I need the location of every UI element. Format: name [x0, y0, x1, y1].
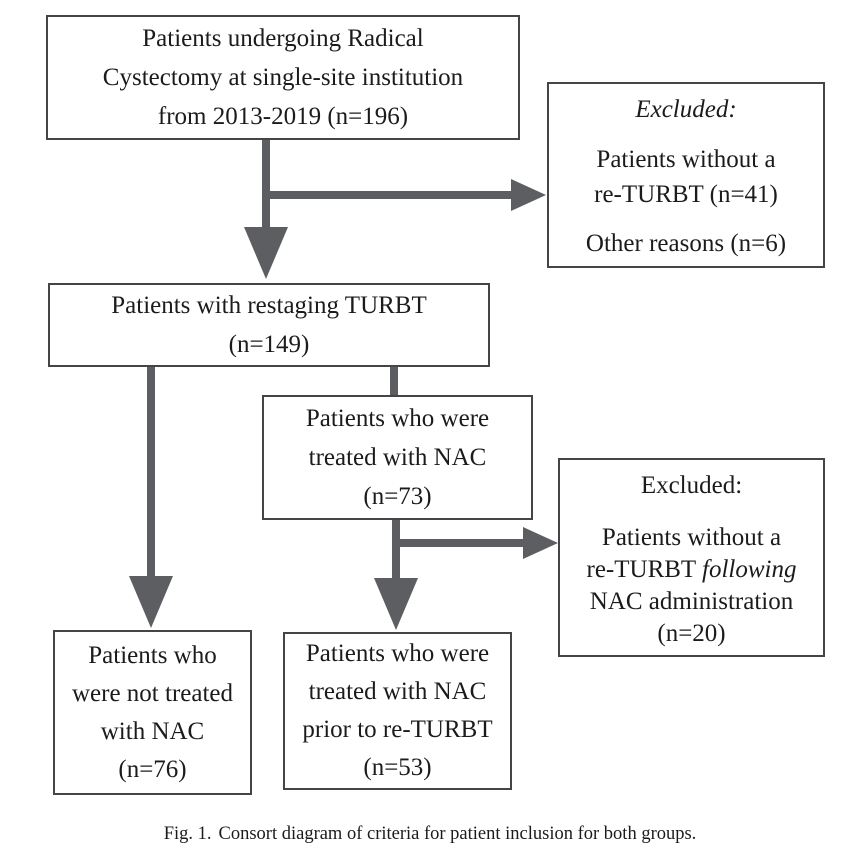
box-radical-cystectomy-line1: Patients undergoing Radical — [142, 25, 424, 52]
arrow-restaging-to-no-nac-shaft — [147, 367, 155, 577]
box-excluded-2-body: Patients without a re-TURBT following NA… — [587, 522, 797, 650]
box-no-nac-line1: Patients who — [88, 641, 217, 669]
figure-caption: Fig. 1. Consort diagram of criteria for p… — [0, 821, 860, 847]
arrow-nac-to-nac-prior-head-icon — [374, 578, 418, 630]
box-nac-treated-line3: (n=73) — [363, 483, 432, 510]
box-excluded-1-body: Patients without a re-TURBT (n=41) — [594, 142, 778, 212]
arrow-to-excluded-1-shaft — [266, 191, 512, 199]
box-excluded-2-line4: (n=20) — [657, 619, 726, 647]
box-restaging-turbt: Patients with restaging TURBT (n=149) — [48, 283, 490, 367]
box-excluded-2-title: Excluded: — [640, 471, 743, 499]
arrow-to-excluded-2-shaft — [396, 539, 524, 547]
box-radical-cystectomy-line3: from 2013-2019 (n=196) — [157, 103, 409, 130]
box-nac-treated-line2: treated with NAC — [308, 444, 487, 471]
box-excluded-2-line3: NAC administration — [589, 587, 794, 615]
box-nac-prior-returbt-line2: treated with NAC — [308, 678, 487, 705]
box-nac-treated: Patients who were treated with NAC (n=73… — [262, 395, 533, 520]
arrow-top-to-restaging-shaft — [262, 140, 270, 230]
box-nac-prior-returbt-line1: Patients who were — [305, 640, 490, 667]
box-excluded-1-line2: re-TURBT (n=41) — [594, 180, 778, 208]
box-excluded-1-line1: Patients without a — [596, 145, 776, 173]
figure-caption-text: Consort diagram of criteria for patient … — [218, 824, 697, 844]
box-nac-prior-returbt-line3: prior to re-TURBT — [302, 716, 493, 743]
arrow-to-excluded-1-head-icon — [511, 179, 546, 211]
arrow-to-excluded-2-head-icon — [523, 527, 558, 559]
arrow-restaging-to-no-nac-head-icon — [129, 576, 173, 628]
box-excluded-1-title: Excluded: — [635, 95, 737, 123]
box-excluded-2-line1: Patients without a — [601, 523, 782, 551]
box-no-nac-line2: were not treated — [71, 679, 234, 707]
box-nac-prior-returbt: Patients who were treated with NAC prior… — [283, 632, 512, 790]
figure-caption-label: Fig. 1. — [163, 824, 212, 844]
box-no-nac-line3: with NAC — [100, 717, 205, 745]
box-radical-cystectomy: Patients undergoing Radical Cystectomy a… — [46, 15, 520, 140]
arrow-nac-to-nac-prior-shaft — [392, 520, 400, 580]
box-radical-cystectomy-line2: Cystectomy at single-site institution — [102, 64, 464, 91]
box-excluded-1-line3: Other reasons (n=6) — [585, 229, 787, 257]
connector-restaging-to-nac — [390, 367, 398, 395]
box-nac-treated-line1: Patients who were — [305, 405, 490, 432]
box-no-nac-line4: (n=76) — [118, 755, 187, 783]
box-excluded-1: Excluded: Patients without a re-TURBT (n… — [547, 82, 825, 268]
box-excluded-2-line2: re-TURBT following — [586, 555, 797, 583]
box-restaging-turbt-line1: Patients with restaging TURBT — [111, 292, 427, 319]
box-restaging-turbt-line2: (n=149) — [228, 331, 310, 358]
arrow-top-to-restaging-head-icon — [244, 227, 288, 279]
box-nac-prior-returbt-line4: (n=53) — [363, 754, 432, 781]
box-excluded-2: Excluded: Patients without a re-TURBT fo… — [558, 458, 825, 657]
box-no-nac: Patients who were not treated with NAC (… — [53, 630, 252, 795]
